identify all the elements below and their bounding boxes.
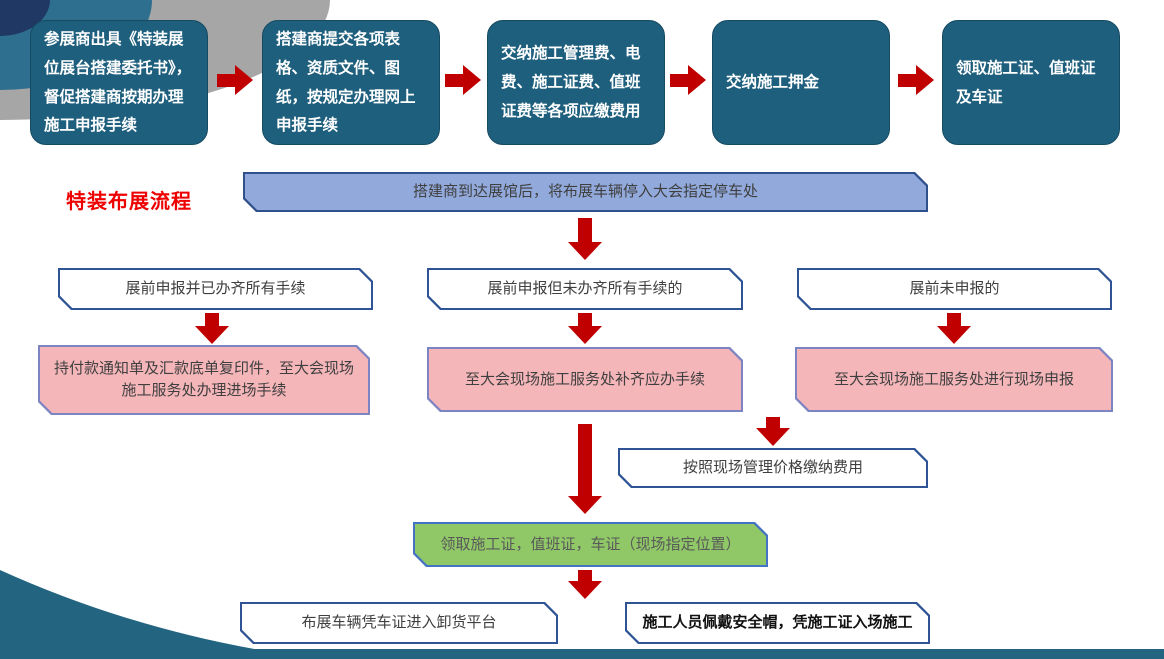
condition-label: 展前申报但未办齐所有手续的: [487, 279, 683, 298]
bottom-right-label: 施工人员佩戴安全帽，凭施工证入场施工: [642, 613, 913, 632]
condition-node-not-declared: 展前未申报的: [797, 268, 1112, 310]
arrow-down-icon: [568, 570, 602, 599]
bottom-node-safety-helmet: 施工人员佩戴安全帽，凭施工证入场施工: [625, 602, 930, 644]
fee-label: 按照现场管理价格缴纳费用: [682, 458, 863, 477]
arrow-down-icon: [756, 417, 790, 446]
action-node-onsite-declare: 至大会现场施工服务处进行现场申报: [795, 347, 1113, 412]
arrow-down-icon: [937, 313, 971, 344]
banner-label: 搭建商到达展馆后，将布展车辆停入大会指定停车处: [412, 182, 758, 201]
flow-step-label: 参展商出具《特装展位展台搭建委托书》，督促搭建商按期办理施工申报手续: [44, 30, 192, 135]
bottom-edge-strip-decoration: [230, 649, 1164, 659]
flow-step-deposit: 交纳施工押金: [712, 20, 890, 145]
action-node-payment-proof: 持付款通知单及汇款底单复印件，至大会现场施工服务处办理进场手续: [38, 345, 370, 415]
flow-step-commission-letter: 参展商出具《特装展位展台搭建委托书》，督促搭建商按期办理施工申报手续: [30, 20, 208, 145]
arrow-down-icon: [568, 313, 602, 344]
arrow-right-icon: [670, 65, 706, 95]
action-label: 持付款通知单及汇款底单复印件，至大会现场施工服务处办理进场手续: [53, 359, 354, 399]
arrow-right-icon: [445, 65, 481, 95]
action-label: 至大会现场施工服务处补齐应办手续: [464, 369, 705, 388]
condition-label: 展前申报并已办齐所有手续: [125, 279, 306, 298]
action-node-complete-procedures: 至大会现场施工服务处补齐应办手续: [427, 347, 743, 412]
flow-step-label: 交纳施工押金: [726, 73, 820, 92]
flow-step-collect-permits: 领取施工证、值班证及车证: [942, 20, 1120, 145]
flow-step-submit-forms: 搭建商提交各项表格、资质文件、图纸，按规定办理网上申报手续: [262, 20, 440, 145]
fee-node-onsite-price: 按照现场管理价格缴纳费用: [618, 448, 928, 488]
page-title: 特装布展流程: [66, 189, 192, 213]
arrow-down-icon: [568, 424, 602, 514]
banner-node-arrival: 搭建商到达展馆后，将布展车辆停入大会指定停车处: [243, 172, 928, 212]
flow-step-label: 搭建商提交各项表格、资质文件、图纸，按规定办理网上申报手续: [276, 30, 416, 135]
flow-step-label: 交纳施工管理费、电费、施工证费、值班证费等各项应缴费用: [501, 44, 641, 120]
condition-node-partly-done: 展前申报但未办齐所有手续的: [427, 268, 743, 310]
arrow-down-icon: [195, 313, 229, 344]
arrow-down-icon: [568, 218, 602, 260]
condition-label: 展前未申报的: [909, 279, 1000, 298]
pickup-node-permits: 领取施工证，值班证，车证（现场指定位置）: [413, 522, 768, 567]
corner-swoosh-bottom-left-decoration: [0, 570, 320, 659]
bottom-left-label: 布展车辆凭车证进入卸货平台: [301, 613, 497, 632]
condition-node-all-done: 展前申报并已办齐所有手续: [58, 268, 373, 310]
flow-step-pay-fees: 交纳施工管理费、电费、施工证费、值班证费等各项应缴费用: [487, 20, 665, 145]
arrow-right-icon: [898, 65, 934, 95]
flow-step-label: 领取施工证、值班证及车证: [956, 58, 1096, 106]
action-label: 至大会现场施工服务处进行现场申报: [833, 369, 1074, 388]
bottom-node-unloading-platform: 布展车辆凭车证进入卸货平台: [240, 602, 558, 644]
pickup-label: 领取施工证，值班证，车证（现场指定位置）: [440, 534, 741, 553]
arrow-right-icon: [217, 65, 253, 95]
